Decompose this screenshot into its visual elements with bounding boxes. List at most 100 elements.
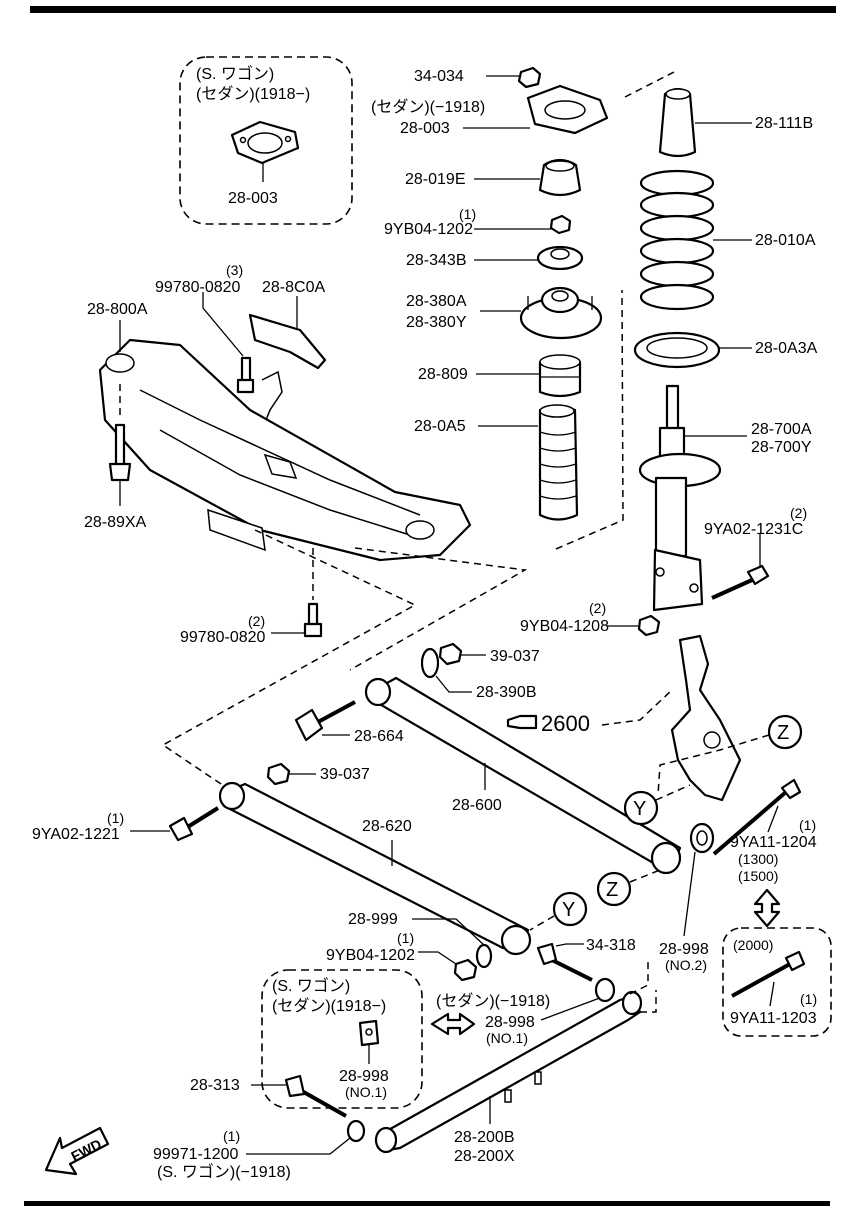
dust-boot-28-0a5	[538, 404, 579, 521]
label-39-037-b: 39-037	[320, 766, 370, 783]
label-28-620: 28-620	[362, 818, 412, 835]
label-y2000: (2000)	[733, 937, 773, 953]
label-wagon-1918: (S. ワゴン)(−1918)	[157, 1162, 291, 1181]
bolt-34-318	[536, 942, 593, 982]
svg-text:Z: Z	[606, 879, 618, 901]
label-28-380y: 28-380Y	[406, 314, 467, 331]
shock-absorber-28-700a	[638, 384, 722, 612]
interchange-arrow-vertical-icon	[753, 888, 781, 928]
bolt-9ya11-1204	[712, 778, 802, 856]
nut-9yb04-1208	[637, 614, 661, 637]
label-99971-1200: 99971-1200	[153, 1146, 239, 1163]
strut-mount-plate	[526, 84, 609, 135]
inset-box-wagon-sedan-bottom	[261, 969, 423, 1109]
label-9ya11-1203: 9YA11-1203	[730, 1010, 817, 1027]
label-28-600: 28-600	[452, 797, 502, 814]
label-28-380a: 28-380A	[406, 293, 467, 310]
label-28-019e: 28-019E	[405, 171, 466, 188]
q2-c: (2)	[248, 613, 265, 629]
label-34-318: 34-318	[586, 937, 636, 954]
washer-99971-1200	[346, 1119, 366, 1143]
q1-d: (1)	[397, 930, 414, 946]
bump-stop-28-111b	[658, 87, 697, 158]
svg-text:Z: Z	[777, 722, 789, 744]
inset-box-wagon-sedan-top	[179, 56, 353, 225]
bottom-border	[24, 1201, 830, 1206]
q2-a: (2)	[790, 505, 807, 521]
inset-box-2000	[722, 927, 832, 1037]
top-border	[30, 6, 836, 13]
label-no1: (NO.1)	[486, 1030, 528, 1046]
nut-39-037-a	[438, 642, 463, 666]
label-28-200x: 28-200X	[454, 1148, 515, 1165]
q1-a: (1)	[459, 206, 476, 222]
bracket-28-8c0a	[248, 313, 327, 421]
label-28-700y: 28-700Y	[751, 439, 812, 456]
hand-pointer-icon	[506, 714, 538, 730]
label-9yb04-1202-a: 9YB04-1202	[384, 221, 473, 238]
interchange-arrow-horizontal-icon	[430, 1012, 476, 1036]
upper-mount-28-380a	[519, 286, 603, 340]
q2-b: (2)	[589, 600, 606, 616]
bolt-9ya02-1221	[168, 806, 220, 842]
inset2-no-label: (NO.1)	[345, 1084, 387, 1100]
q3: (3)	[226, 262, 243, 278]
bumper-28-809	[538, 354, 582, 398]
label-sedan-1918-b: (セダン)(−1918)	[436, 992, 550, 1010]
stud-28-89xa	[108, 384, 132, 482]
nut-9yb04-1202-upper	[549, 214, 572, 235]
label-28-998-no1: 28-998	[485, 1014, 535, 1031]
label-28-390b: 28-390B	[476, 684, 537, 701]
label-9ya02-1221: 9YA02-1221	[32, 826, 120, 843]
inset2-part-label: 28-998	[339, 1068, 389, 1085]
label-no2: (NO.2)	[665, 957, 707, 973]
label-28-998-no2: 28-998	[659, 941, 709, 958]
bolt-99780-0820-upper	[236, 356, 255, 394]
label-28-8c0a: 28-8C0A	[262, 279, 325, 296]
q1-e: (1)	[800, 991, 817, 1007]
bolt-9ya11-1203	[731, 950, 806, 998]
callout-circle-z-upper: Z	[767, 714, 803, 750]
assembly-dash-crossmember	[161, 529, 528, 791]
label-y1300: (1300)	[738, 851, 778, 867]
nut-9yb04-1202-lower	[453, 958, 478, 982]
washer-28-999	[475, 943, 493, 969]
bolt-9ya02-1231c	[711, 564, 770, 600]
label-28-999: 28-999	[348, 911, 398, 928]
q1-b: (1)	[107, 810, 124, 826]
label-9ya02-1231c: 9YA02-1231C	[704, 521, 803, 538]
label-9yb04-1202-b: 9YB04-1202	[326, 947, 415, 964]
label-28-700a: 28-700A	[751, 421, 812, 438]
label-28-111b: 28-111B	[755, 115, 813, 132]
label-9ya11-1204: 9YA11-1204	[730, 834, 817, 851]
q1-c: (1)	[799, 817, 816, 833]
label-99780-0820-a: 99780-0820	[155, 279, 241, 296]
q1-f: (1)	[223, 1128, 240, 1144]
label-28-0a3a: 28-0A3A	[755, 340, 818, 357]
callout-circle-y-lower: Y	[552, 891, 588, 927]
inset1-part-label: 28-003	[228, 190, 278, 207]
label-28-809: 28-809	[418, 366, 468, 383]
label-28-200b: 28-200B	[454, 1129, 515, 1146]
inset2-line1: (S. ワゴン)	[272, 976, 350, 995]
bushing-28-998-inset	[358, 1019, 380, 1047]
label-28-800a: 28-800A	[87, 301, 148, 318]
inset1-line2: (セダン)(1918−)	[196, 85, 310, 103]
label-28-89xa: 28-89XA	[84, 514, 147, 531]
callout-circle-y-upper: Y	[623, 790, 659, 826]
label-28-343b: 28-343B	[406, 252, 467, 269]
label-9yb04-1208: 9YB04-1208	[520, 618, 609, 635]
callout-circle-z-lower: Z	[596, 871, 632, 907]
label-28-664: 28-664	[354, 728, 404, 745]
bolt-99780-0820-lower	[303, 548, 323, 638]
inset2-line2: (セダン)(1918−)	[272, 997, 386, 1015]
bolt-28-664	[294, 700, 356, 742]
lateral-link-28-620	[218, 781, 532, 956]
label-28-313: 28-313	[190, 1077, 240, 1094]
inset1-line1: (S. ワゴン)	[196, 64, 274, 83]
upper-bushing-28-019e	[538, 158, 582, 197]
svg-text:FWD: FWD	[68, 1136, 104, 1165]
coil-spring-28-010a	[639, 169, 715, 311]
label-y1500: (1500)	[738, 868, 778, 884]
